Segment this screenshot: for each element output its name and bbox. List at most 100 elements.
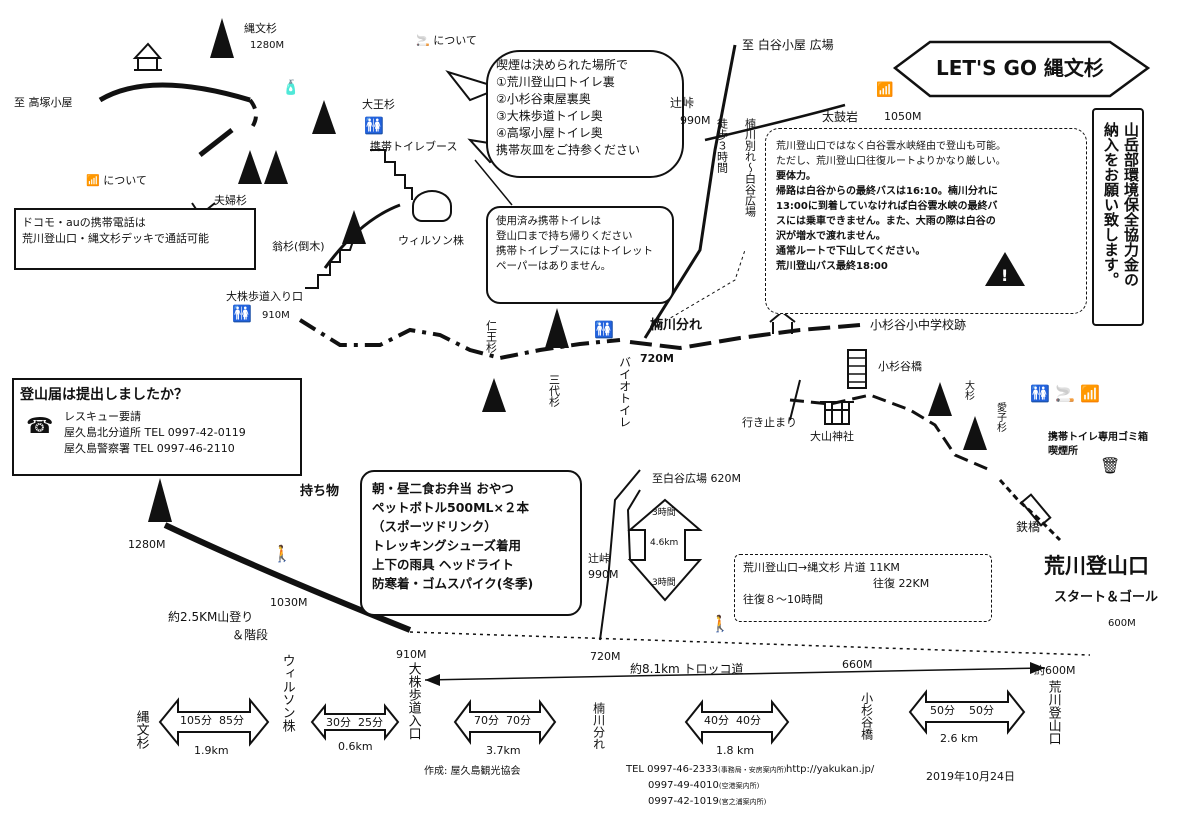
place-taikoiwa: 太鼓岩 [822,110,859,124]
place-smoking-area: 喫煙所 [1048,446,1078,457]
place-wilson: ウィルソン株 [398,234,464,247]
smoking-label: について [433,34,477,47]
station-jomon: 縄文杉 [133,710,149,749]
station-okabu: 大株歩道入口 [405,662,421,740]
segment-2-dist: 0.6km [338,740,373,753]
footer-tel-3: 0997-42-1019(宮之浦案内所) [648,796,767,807]
profile-to-shiratani: 至白谷広場 620M [652,472,741,485]
footer-date: 2019年10月24日 [926,770,1015,783]
segment-arrow-5 [908,689,1026,735]
warning-mark: ! [1001,266,1009,285]
bottle-icon: 🧴 [282,80,300,96]
profile-alt-990: 990M [588,568,619,581]
place-meoto: 夫婦杉 [214,194,247,207]
tree-icon [312,100,336,134]
footer-tel-main: TEL 0997-46-2333(事務局・安房案内所) [626,764,787,775]
smoking-notice: 喫煙は決められた場所で ①荒川登山口トイレ裏 ②小杉谷東屋裏奥 ③大株歩道トイレ… [486,50,684,178]
place-oyama-shrine: 大山神社 [810,430,854,443]
profile-alt-910: 910M [396,648,427,661]
signal-icon: 📶 [876,82,894,98]
place-sandaisugi: 三代杉 [547,374,561,407]
trail-taikoiwa [704,103,846,142]
phone-label: について [103,174,147,187]
profile-trolley [409,631,1091,656]
trail-takatsuka [98,82,251,103]
tree-icon [928,382,952,416]
page-title: LET'S GO 縄文杉 [936,56,1104,80]
three-hour-arrow [627,498,703,602]
place-kosugidani-bridge: 小杉谷橋 [878,360,922,373]
distance-notice: 荒川登山口→縄文杉 片道 11KM 往復 22KM 往復８～10時間 [734,554,992,622]
trash-icon: 🗑 [1100,456,1121,475]
phone-heading: 📶 について [86,174,147,187]
segment-3-times: 70分 70分 [474,714,531,727]
place-jomon-alt: 1280M [250,40,285,51]
place-alt-990: 990M [680,114,711,127]
place-kosugidani-school: 小杉谷小中学校跡 [870,318,967,332]
toilet-icon: 🚻 [594,320,614,339]
tree-icon [210,18,234,58]
place-alt-910: 910M [262,310,290,321]
place-aikosugi: 愛子杉 [994,402,1006,432]
tree-icon [963,416,987,450]
place-okinasugi: 翁杉(倒木) [272,240,325,253]
profile-alt-660: 660M [842,658,873,671]
place-daiosugi: 大王杉 [362,98,395,111]
profile-alt-720: 720M [590,650,621,663]
toilet-notice: 使用済み携帯トイレは 登山口まで持ち帰りください 携帯トイレブースにはトイレット… [486,206,674,304]
place-start-goal: スタート＆ゴール [1054,590,1159,605]
segment-3-dist: 3.7km [486,744,521,757]
trail-kusugawa-school [629,323,861,351]
place-to-takatsuka: 至 高塚小屋 [14,96,73,109]
place-walk-3h: 徒歩３時間 [715,118,729,173]
segment-5-dist: 2.6 km [940,732,979,745]
route-notice: 荒川登山口ではなく白谷雲水峡経由で登山も可能。 ただし、荒川登山口往復ルートより… [765,128,1087,314]
phone-icon: ☎ [26,414,54,439]
warning-icon [985,252,1025,286]
segment-arrow-4 [684,699,790,745]
tree-icon [482,378,506,412]
station-arakawa: 荒川登山口 [1045,680,1061,745]
hiker-icon: 🚶 [272,544,292,563]
fund-notice: 山岳部環境保全協力金の 納入をお願い致します。 [1092,108,1144,326]
profile-three-h-b: 3時間 [652,578,676,588]
smoking-heading: 🚬 について [416,34,477,47]
profile-trolley: 約8.1km トロッコ道 [630,662,744,676]
phone-notice: ドコモ・auの携帯電話は 荒川登山口・縄文杉デッキで通話可能 [14,208,256,270]
toilet-icon: 🚻 [232,304,252,323]
place-toilet-legend: 携帯トイレ専用ゴミ箱 [1048,432,1148,443]
station-kosugi: 小杉谷橋 [859,692,874,740]
profile-tsujitoge: 辻峠 [588,552,610,565]
place-dead-end: 行き止まり [742,416,797,429]
station-kusugawa: 楠川分れ [591,702,606,750]
segment-arrow-3 [453,699,557,745]
toilet-icon: 🚻 [364,116,384,135]
place-booth: 携帯トイレブース [370,140,458,153]
place-alt-720: 720M [640,352,674,365]
tree-icon [545,308,569,348]
hiker-icon: 🚶 [710,614,730,633]
profile-three-h-a: 3時間 [652,508,676,518]
place-okabu-entrance: 大株歩道入り口 [226,290,303,303]
tree-icon [342,210,366,244]
tree-icon [264,150,288,184]
segment-1-dist: 1.9km [194,744,229,757]
segment-2-times: 30分 25分 [326,716,383,729]
place-taikoiwa-alt: 1050M [884,110,922,123]
footer-tel-2: 0997-49-4010(空港案内所) [648,780,760,791]
tree-icon [148,478,172,522]
items-notice: 朝・昼二食お弁当 おやつ ペットボトル500ML×２本 （スポーツドリンク） ト… [360,470,582,616]
place-jomon: 縄文杉 [244,22,277,35]
trail-okabu-kusugawa [298,318,621,361]
place-tekkyo: 鉄橋 [1016,520,1041,534]
segment-arrow-1 [158,697,270,747]
segment-arrow-2 [310,703,400,741]
toilet-legend-icons: 🚻 🚬 📶 [1030,384,1100,403]
profile-stairs: ＆階段 [232,628,269,642]
items-label: 持ち物 [300,484,340,499]
footer-url[interactable]: http://yakukan.jp/ [786,764,875,775]
segment-1-times: 105分 85分 [180,714,244,727]
place-bio-toilet: バイオトイレ [617,356,632,428]
tree-icon [238,150,262,184]
segment-4-times: 40分 40分 [704,714,761,727]
